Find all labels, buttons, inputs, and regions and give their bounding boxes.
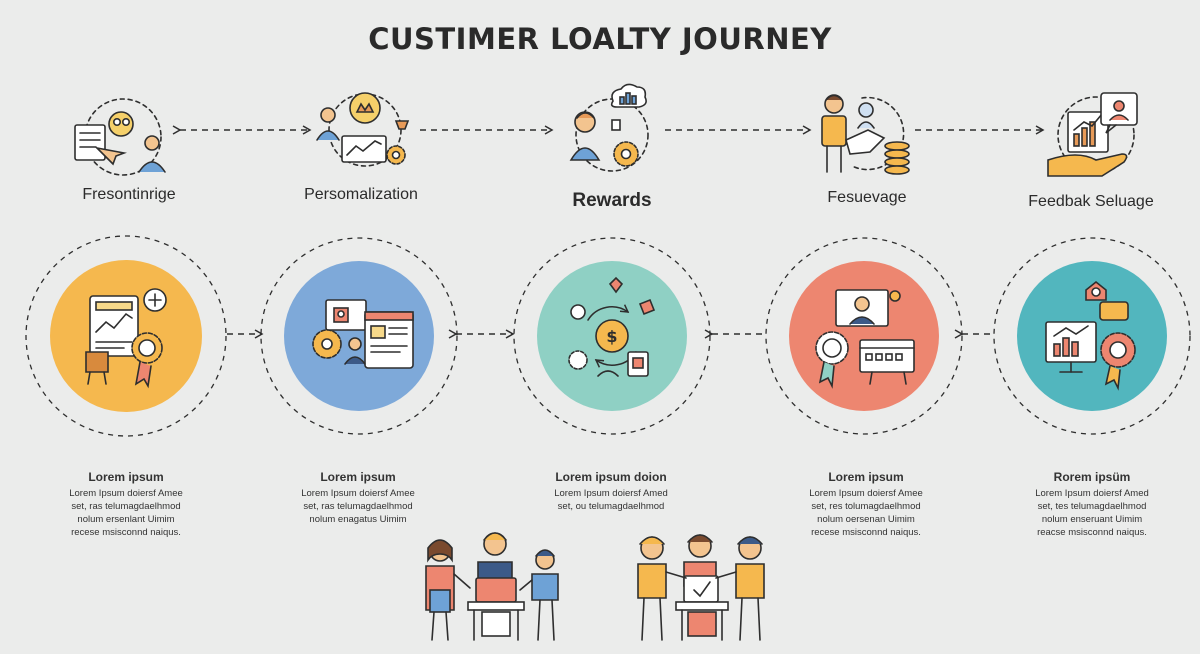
stage-description-4: Lorem ipsum Lorem Ipsum doiersf Amee set… [776, 471, 956, 539]
stage-line: set, ras telumagdaelhmod [71, 501, 181, 512]
stage-line: set, ras telumagdaelhmod [303, 501, 413, 512]
feedback-chart-hand-icon [1047, 92, 1138, 177]
stage-description-2: Lorem ipsum Lorem Ipsum doiersf Amee set… [268, 471, 448, 526]
feedback-award-icon [815, 289, 915, 389]
stage-line: reacse msisconnd naiqus. [1037, 527, 1147, 538]
stage-line: nolum enagatus Uimim [309, 514, 407, 525]
step-label-2: Persomalization [304, 186, 418, 203]
step-label-1: Fresontinrige [82, 186, 176, 203]
team-people-illustration-left [425, 532, 559, 641]
stage-line: nolum oersenan Uimim [817, 514, 915, 525]
dashboard-medal-icon [1045, 280, 1136, 391]
personalization-monitor-icon [316, 92, 410, 167]
step-label-5: Feedbak Seluage [1028, 193, 1154, 210]
team-people-illustration-right [637, 534, 765, 641]
stage-4-disc [789, 261, 939, 411]
onboarding-people-icon [74, 98, 166, 176]
stage-line: Lorem Ipsum doiersf Amee [301, 488, 415, 499]
stage-5-ring [993, 237, 1191, 435]
stage-line: recese msisconnd naiqus. [71, 527, 181, 538]
stage-line: set, res tolumagdaelhmod [811, 501, 921, 512]
stage-heading-4: Lorem ipsum [828, 470, 904, 484]
stage-heading-5: Rorem ipsüm [1053, 470, 1131, 484]
stage-line: Lorem Ipsum doiersf Amed [1035, 488, 1149, 499]
step-label-3: Rewards [572, 190, 652, 211]
stage-heading-3: Lorem ipsum doion [555, 470, 667, 484]
stage-heading-2: Lorem ipsum [320, 470, 396, 484]
rewards-cycle-icon: $ [568, 276, 656, 377]
stage-line: Lorem Ipsum doiersf Amee [809, 488, 923, 499]
stage-line: Lorem Ipsum doiersf Amed [554, 488, 668, 499]
stage-description-5: Rorem ipsüm Lorem Ipsum doiersf Amed set… [1002, 471, 1182, 539]
analytics-badge-icon [85, 288, 167, 389]
stage-description-1: Lorem ipsum Lorem Ipsum doiersf Amee set… [36, 471, 216, 539]
stage-line: set, tes telumagdaelhmod [1037, 501, 1147, 512]
stage-line: recese msisconnd naiqus. [811, 527, 921, 538]
stage-line: set, ou telumagdaelhmod [557, 501, 665, 512]
stage-line: nolum ersenlant Uimim [77, 514, 175, 525]
stage-2-disc [284, 261, 434, 411]
rewards-gear-icon [569, 83, 649, 172]
stage-heading-1: Lorem ipsum [88, 470, 164, 484]
stage-line: Lorem Ipsum doiersf Amee [69, 488, 183, 499]
stage-1-ring [25, 235, 227, 437]
coins-person-icon [821, 94, 910, 175]
stage-description-3: Lorem ipsum doion Lorem Ipsum doiersf Am… [521, 471, 701, 513]
svg-text:$: $ [606, 327, 617, 346]
stage-line: nolum enseruant Uimim [1041, 514, 1143, 525]
step-label-4: Fesuevage [827, 189, 907, 206]
personalization-screens-icon [312, 299, 414, 369]
page-title: CUSTIMER LOALTY JOURNEY [368, 22, 832, 56]
